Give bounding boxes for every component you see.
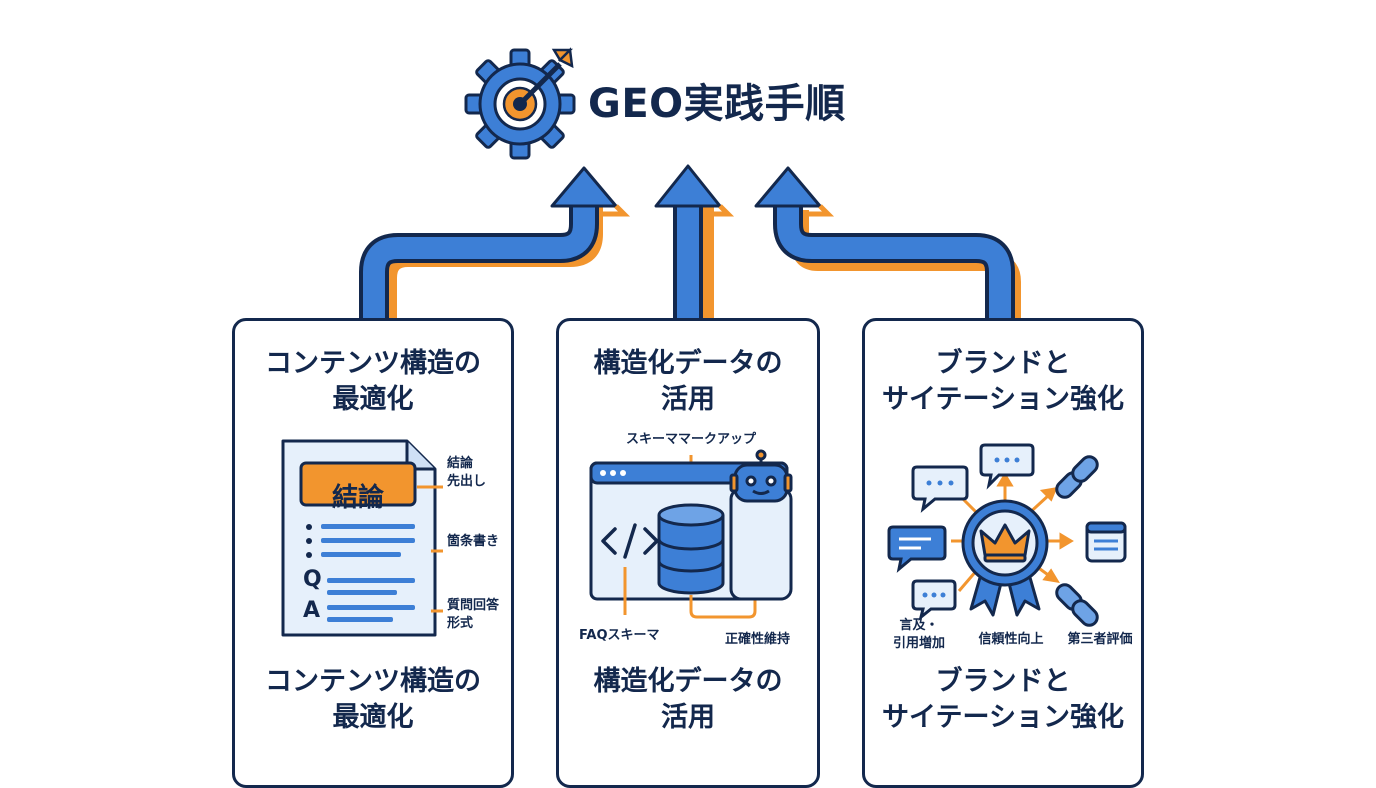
center-flow-arrow: [654, 164, 735, 318]
card-footer-line2: サイテーション強化: [882, 702, 1124, 733]
brand-citation-graphic: [887, 443, 1127, 627]
code-icon: [601, 523, 659, 559]
card-brand-citation: ブランドと サイテーション強化: [862, 318, 1144, 788]
card-footer-line1: 構造化データの: [593, 666, 783, 697]
chat-bubble-icon: [911, 465, 969, 513]
geo-steps-diagram: GEO実践手順 コンテンツ構造の 最適化 結論 Q A 結論 先出し 箇条: [232, 47, 1144, 788]
chat-bubble-icon: [887, 525, 947, 573]
card-title-line2: 活用: [661, 384, 715, 415]
label-qa-2: 形式: [447, 616, 474, 631]
card-footer-line2: 活用: [661, 702, 715, 733]
left-flow-arrow: [359, 166, 631, 325]
card-title-line1: ブランドと: [935, 348, 1071, 379]
label-schema-markup: スキーママークアップ: [625, 432, 756, 447]
link-icon: [1055, 583, 1099, 627]
label-mentions-2: 引用増加: [892, 636, 945, 651]
label-qa-1: 質問回答: [447, 598, 500, 613]
structured-data-graphic: [589, 449, 793, 619]
chat-bubble-icon: [979, 443, 1035, 490]
card-structured-data: 構造化データの 活用 スキーママークアップ: [556, 318, 820, 788]
label-mentions-1: 言及・: [899, 618, 939, 633]
card-footer-line2: 最適化: [332, 702, 414, 733]
label-faq-schema: FAQスキーマ: [579, 628, 660, 643]
card-title-line2: サイテーション強化: [882, 384, 1124, 415]
doc-heading: 結論: [331, 483, 384, 513]
link-icon: [1055, 455, 1099, 499]
card-title-line2: 最適化: [332, 384, 414, 415]
chat-bubble-icon: [911, 579, 957, 621]
label-bullets: 箇条書き: [447, 534, 500, 549]
card-title-line1: コンテンツ構造の: [265, 348, 481, 379]
robot-icon: [729, 449, 793, 601]
database-icon: [657, 503, 725, 595]
doc-a: A: [303, 598, 321, 623]
card-footer-line1: コンテンツ構造の: [265, 666, 481, 697]
diagram-graphics: [359, 47, 1021, 325]
target-gear-icon: [464, 47, 576, 160]
label-trust: 信頼性向上: [978, 632, 1044, 647]
right-flow-arrow: [754, 166, 1021, 325]
label-accuracy: 正確性維持: [725, 632, 791, 647]
page-title: GEO実践手順: [588, 81, 846, 127]
label-conclusion-1: 結論: [447, 456, 474, 471]
label-conclusion-2: 先出し: [447, 474, 487, 489]
card-title-line1: 構造化データの: [593, 348, 783, 379]
card-footer-line1: ブランドと: [935, 666, 1071, 697]
doc-q: Q: [303, 567, 322, 592]
document-icon: [281, 439, 443, 637]
crown-badge-icon: [961, 499, 1049, 587]
card-content-structure: コンテンツ構造の 最適化 結論 Q A 結論 先出し 箇条書き 質問回答 形式: [232, 318, 514, 788]
label-third-party: 第三者評価: [1067, 632, 1133, 647]
document-card-icon: [1085, 521, 1127, 563]
